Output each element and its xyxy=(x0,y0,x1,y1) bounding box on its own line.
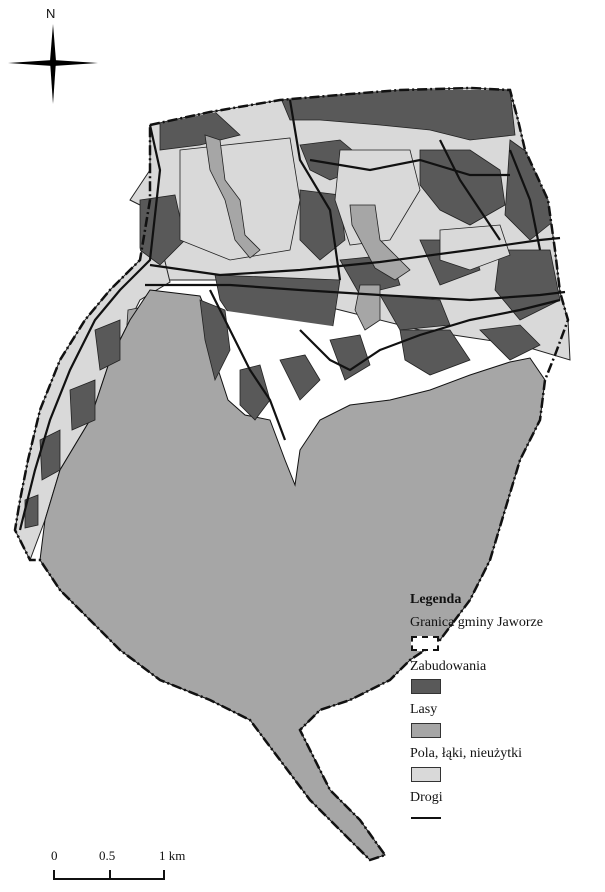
legend-label-forest: Lasy xyxy=(410,702,438,718)
legend-swatch-forest xyxy=(411,723,441,739)
legend-label-fields: Pola, łąki, nieużytki xyxy=(410,746,522,762)
legend-swatch-built-up xyxy=(411,679,441,695)
municipality-boundary xyxy=(13,86,570,862)
scale-tick-mark xyxy=(163,870,165,879)
roads xyxy=(18,99,566,531)
scale-tick-half: 0.5 xyxy=(99,848,116,863)
north-arrow: N xyxy=(8,6,98,106)
legend-swatch-roads xyxy=(411,816,441,819)
legend-label-built-up: Zabudowania xyxy=(410,658,487,674)
legend-label-boundary: Granica gminy Jaworze xyxy=(410,614,543,630)
scale-bar: 0 0.5 1 km xyxy=(45,848,225,892)
legend-swatch-boundary xyxy=(411,635,439,651)
map-legend: Legenda Granica gminy Jaworze Zabudowani… xyxy=(410,592,600,827)
scale-tick-mark xyxy=(109,870,111,879)
legend-swatch-fields xyxy=(411,766,441,782)
compass-icon xyxy=(8,24,98,104)
scale-line xyxy=(53,878,165,880)
legend-label-roads: Drogi xyxy=(410,789,443,805)
north-label: N xyxy=(46,6,56,21)
scale-tick-1km: 1 km xyxy=(159,848,186,863)
legend-title: Legenda xyxy=(410,592,462,607)
built-up-central xyxy=(24,299,541,529)
scale-tick-mark xyxy=(53,870,55,879)
scale-tick-0: 0 xyxy=(51,848,58,863)
